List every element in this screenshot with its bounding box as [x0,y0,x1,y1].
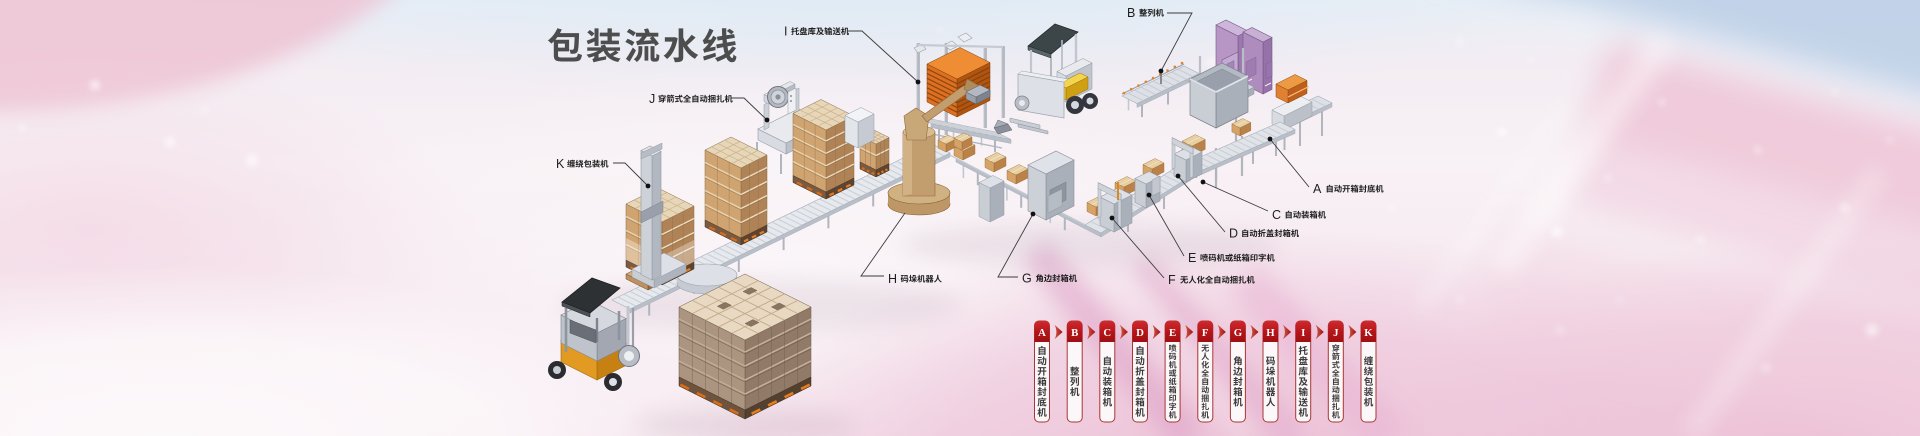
svg-text:B: B [1127,6,1135,20]
svg-text:I: I [784,24,787,38]
svg-text:K: K [556,157,565,171]
svg-text:F: F [1168,273,1176,287]
svg-text:A: A [1038,327,1046,339]
svg-text:A: A [1313,182,1322,196]
svg-text:E: E [1188,251,1196,265]
svg-text:D: D [1136,327,1144,339]
svg-text:J: J [1333,327,1339,339]
svg-text:D: D [1229,226,1238,240]
svg-text:C: C [1272,208,1281,222]
svg-text:K: K [1364,327,1373,339]
svg-text:H: H [1266,327,1275,339]
svg-text:G: G [1234,327,1243,339]
svg-text:J: J [649,92,655,106]
svg-text:I: I [1301,327,1305,339]
svg-text:F: F [1202,327,1209,339]
svg-text:E: E [1169,327,1176,339]
svg-text:H: H [888,272,897,286]
svg-text:B: B [1071,327,1078,339]
svg-text:G: G [1022,271,1032,285]
svg-text:C: C [1103,327,1111,339]
